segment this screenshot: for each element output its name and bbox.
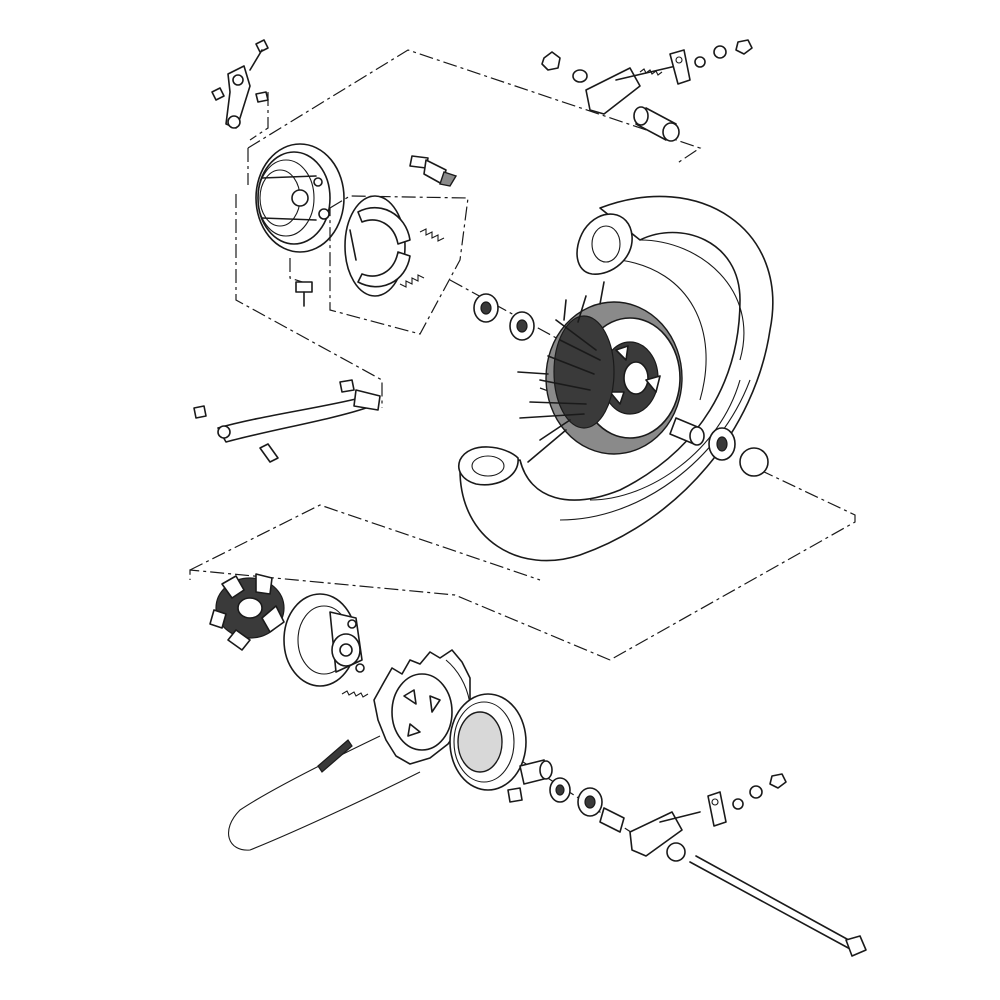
panel-bolt-icon	[295, 281, 313, 307]
o-ring-icon	[739, 447, 769, 477]
adjuster-icon	[541, 39, 753, 115]
tire-icon	[459, 195, 774, 562]
seal-icon	[449, 693, 527, 791]
collar-icon-right	[669, 417, 705, 446]
carrier-icon	[283, 593, 369, 698]
spoke-icon	[517, 281, 605, 463]
torque-arm-icon	[193, 379, 381, 463]
axle-icon	[689, 855, 867, 957]
collar-icon	[633, 106, 680, 142]
brake-drum-panel-icon	[255, 143, 345, 253]
damper-icon	[209, 573, 285, 651]
bearing-icon	[473, 293, 535, 341]
hub-icon	[545, 301, 683, 455]
brake-lever-icon	[211, 39, 269, 129]
tube-icon	[458, 213, 633, 486]
sprocket-icon	[373, 649, 471, 765]
valve-icon	[409, 155, 458, 187]
brake-shoe-icon	[329, 195, 469, 335]
carrier-bearing-icon	[507, 777, 625, 833]
carrier-collar-icon	[519, 759, 553, 785]
adjuster-icon-left	[629, 773, 787, 862]
bearing-icon-right	[708, 427, 736, 461]
